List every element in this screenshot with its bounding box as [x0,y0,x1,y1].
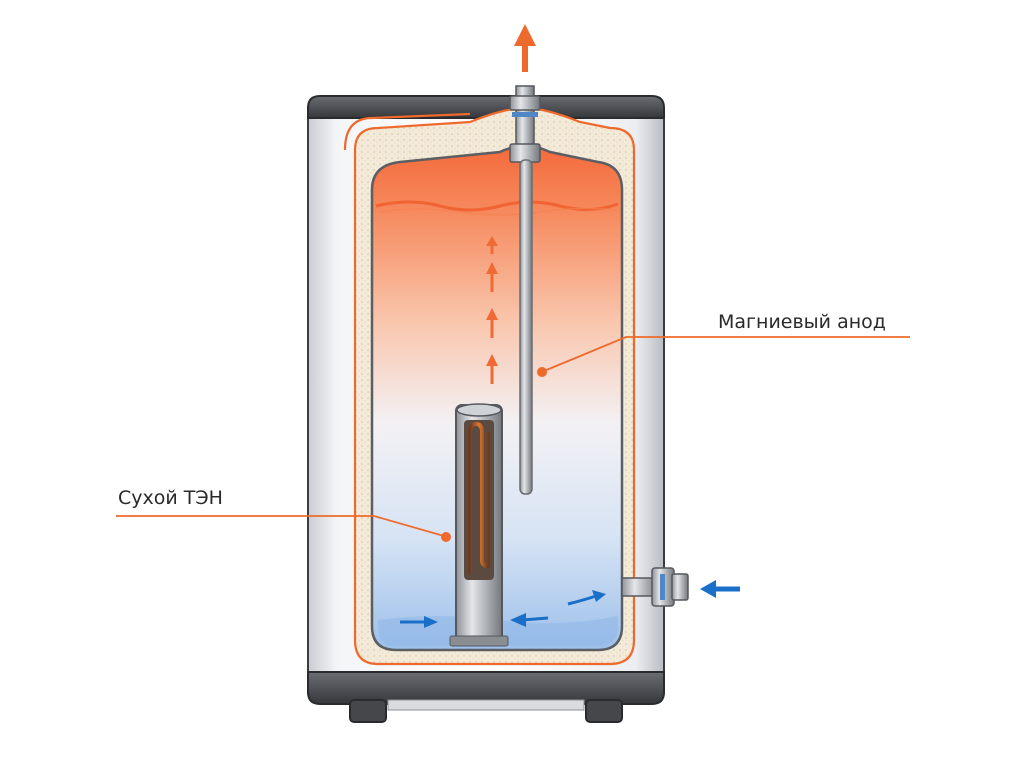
bottom-base [307,671,665,723]
cold-water-inlet-arrow [700,580,740,598]
leader-line-anode [537,336,910,377]
convection-arrow [486,236,498,384]
dry-heating-element [449,403,509,647]
leader-line-element [116,515,451,542]
top-cap [307,95,665,119]
inner-tank [370,144,624,652]
hot-water-outlet [509,85,541,163]
dry-element-label: Сухой ТЭН [118,487,223,509]
magnesium-anode [519,159,533,495]
hot-water-outlet-arrow [514,24,536,72]
cold-water-inlet [621,567,689,607]
cold-flow-arrows [400,590,606,628]
anode-label: Магниевый анод [718,311,886,333]
